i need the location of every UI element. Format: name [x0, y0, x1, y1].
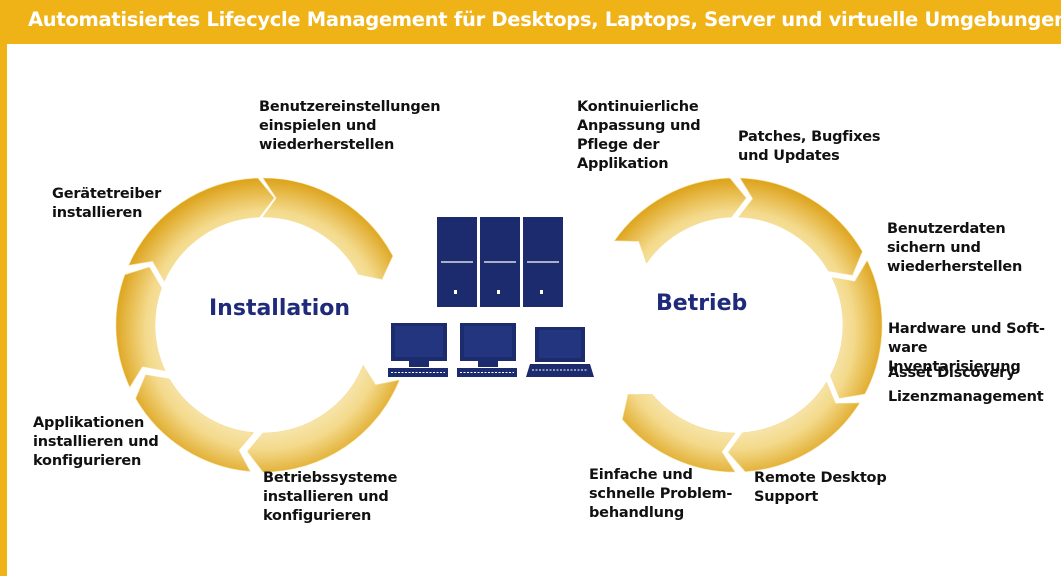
cycle-arrow-segment [830, 259, 883, 399]
cycle-arrow-segment [738, 177, 863, 276]
label-patches: Patches, Bugfixes und Updates [738, 129, 881, 164]
cycle-arrow-segment [247, 364, 400, 473]
server-icon [437, 217, 477, 307]
laptop-icon [526, 327, 594, 377]
server-icon [480, 217, 520, 307]
label-licensing: Lizenzmanagement [888, 389, 1044, 405]
accent-stripe [0, 44, 7, 576]
label-app-maintenance: Kontinuierliche Anpassung und Pflege der… [577, 99, 701, 172]
label-troubleshooting: Einfache und schnelle Problem- behandlun… [589, 467, 733, 521]
label-user-settings: Benutzereinstellungen einspielen und wie… [259, 99, 441, 153]
label-device-drivers: Gerätetreiber installieren [52, 186, 162, 221]
cycle-arrow-segment [727, 381, 861, 472]
betrieb-cycle-ring [614, 177, 883, 473]
installation-title: Installation [209, 296, 351, 321]
installation-cycle-ring [115, 177, 400, 473]
page-title: Automatisiertes Lifecycle Management für… [28, 8, 1061, 31]
label-inventory: Hardware und Soft- ware Inventarisierung [888, 321, 1045, 375]
label-operating-systems: Betriebssysteme installieren und konfigu… [263, 470, 398, 524]
label-remote-support: Remote Desktop Support [754, 470, 887, 505]
server-icon [523, 217, 563, 307]
label-asset-discovery: Asset Discovery [888, 365, 1016, 381]
cycle-arrow-segment [622, 394, 736, 473]
desktop-computer-icon [457, 323, 517, 377]
cycle-arrow-segment [128, 177, 275, 282]
cycle-arrow-segment [135, 374, 255, 472]
cycle-arrow-segment [262, 177, 394, 280]
cycle-arrow-segment [115, 266, 166, 388]
header-bar: Automatisiertes Lifecycle Management für… [0, 0, 1061, 44]
desktop-computer-icon [388, 323, 448, 377]
betrieb-title: Betrieb [656, 291, 748, 316]
label-applications: Applikationen installieren und konfiguri… [33, 415, 159, 469]
label-user-data-backup: Benutzerdaten sichern und wiederherstell… [887, 221, 1023, 275]
cycle-arrow-segment [614, 177, 747, 264]
